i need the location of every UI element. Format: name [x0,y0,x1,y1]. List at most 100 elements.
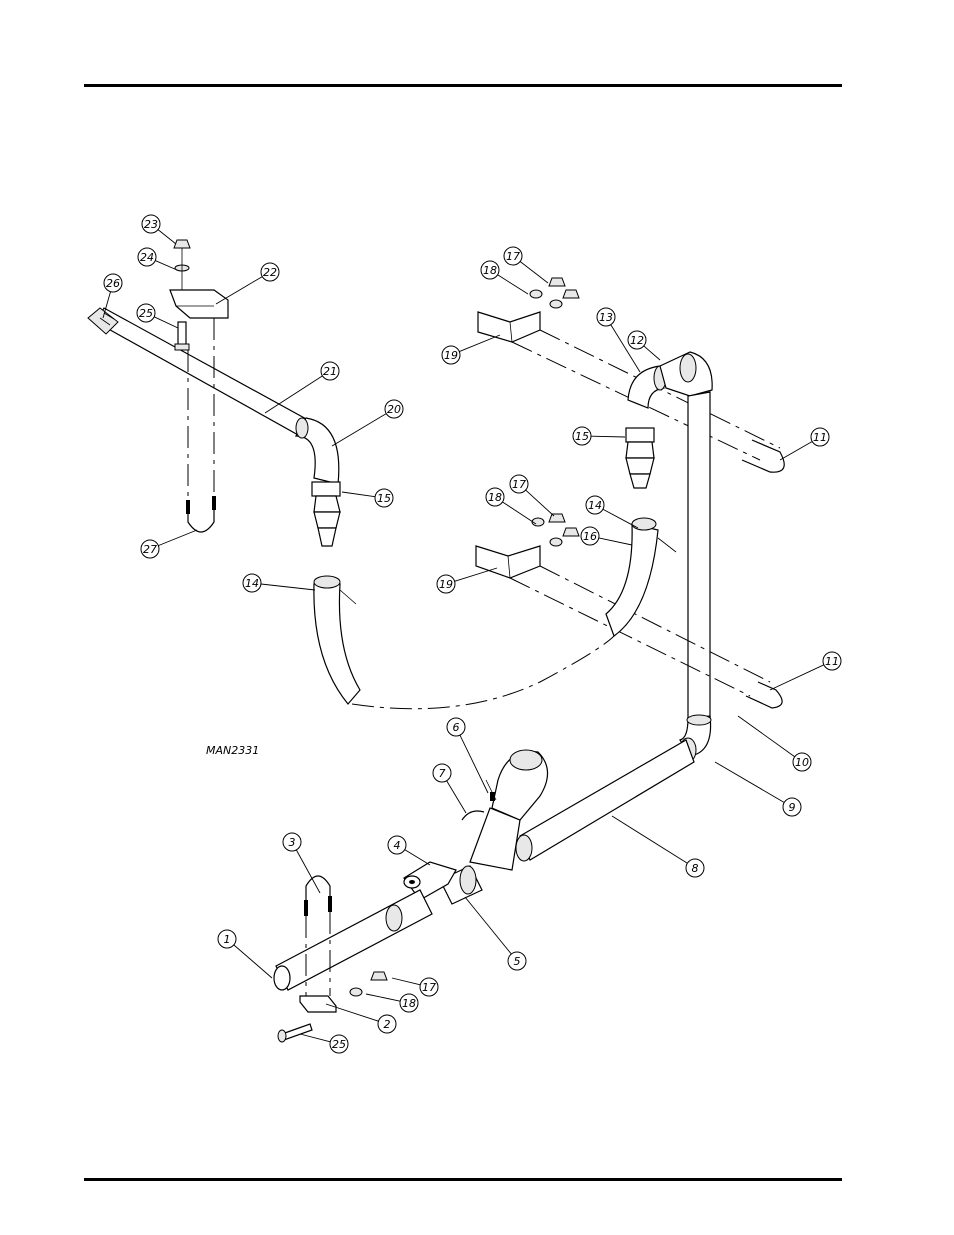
callout-leader [598,537,633,546]
callout-23: 23 [141,214,177,245]
callout-number: 18 [488,491,502,504]
callout-leader [459,334,501,353]
callout-leader [404,849,431,866]
callout-number: 1 [224,933,231,946]
callout-number: 15 [575,430,589,443]
callout-17: 17 [509,474,555,517]
callout-21: 21 [264,361,340,414]
callout-leader [295,849,321,894]
ubolt-11-lower [745,681,783,709]
callout-number: 19 [444,349,458,362]
callout-number: 17 [422,981,436,994]
callout-leader [155,260,178,271]
hose-left-end [313,583,361,705]
callout-20: 20 [331,399,404,447]
elbow-13-collar [679,353,697,383]
callout-number: 18 [483,264,497,277]
elbow-collar [295,417,309,439]
upper-left-pipe-assembly [87,239,341,547]
callout-leader [454,567,498,582]
callout-bubble [329,1034,349,1054]
barb-section-2 [313,511,341,529]
nut-17-bottom [370,971,388,981]
nut-17-upper [548,277,566,287]
callout-bubble [282,832,302,852]
callout-leader [464,896,512,955]
nut-17-upper-b [562,289,580,299]
callout-number: 3 [289,836,296,849]
callout-number: 22 [263,266,277,279]
ubolt-11-axis-upper [511,341,761,461]
callout-18: 18 [480,260,529,295]
callout-number: 17 [506,250,520,263]
callout-bubble [509,474,529,494]
callout-number: 6 [453,721,460,734]
callout-15: 15 [572,426,626,446]
callout-leader [102,291,111,319]
callout-bubble [580,526,600,546]
nut-17-lower [548,513,566,523]
bolt-25-bottom [281,1023,313,1041]
callout-number: 27 [143,543,157,556]
callout-11: 11 [769,651,842,691]
callout-bubble [596,307,616,327]
callout-13: 13 [596,307,641,373]
callout-27: 27 [140,529,198,559]
callout-bubble [782,797,802,817]
callout-number: 10 [795,756,809,769]
callout-number: 9 [789,801,796,814]
callout-10: 10 [737,715,812,772]
callout-leader [769,664,825,691]
callout-leader [157,229,177,245]
callout-number: 18 [402,997,416,1010]
callout-bubble [685,858,705,878]
callout-number: 12 [630,334,644,347]
callout-number: 16 [583,530,597,543]
callout-bubble [260,262,280,282]
callout-bubble [374,488,394,508]
threaded-cap-26 [87,307,119,335]
lower-pipe-assembly [273,714,712,1043]
callout-bubble [137,247,157,267]
bottom-rule [84,1178,842,1181]
ubolt-11-upper [741,439,785,473]
callout-2: 2 [325,1003,397,1034]
callout-bubble [419,977,439,997]
connecting-hose [313,575,615,710]
callout-number: 13 [599,311,613,324]
callout-number: 2 [384,1018,391,1031]
hose-16 [605,523,659,637]
pipe-1-end [273,965,291,991]
callout-number: 14 [588,499,602,512]
callout-leader [233,944,273,979]
callout-bubble [572,426,592,446]
callout-leader [391,977,421,986]
callout-number: 19 [439,578,453,591]
callout-18: 18 [365,993,419,1013]
callout-leader [602,508,639,529]
ubolt-11-axis-lower-b [539,565,771,683]
callout-1: 1 [217,929,273,979]
barb-section-1 [313,495,341,513]
callout-bubble [387,835,407,855]
callout-number: 26 [106,277,120,290]
pipe-8-coupling [515,834,533,862]
callout-leader [502,501,537,525]
callout-number: 11 [813,431,827,444]
callout-leader [611,815,688,864]
callout-leader [610,324,641,373]
callout-16: 16 [580,526,633,546]
callout-number: 25 [332,1038,346,1051]
bracket-22 [169,289,229,319]
tube-7 [461,810,485,821]
pipe-1-coupling [385,904,403,932]
bolt-25-head [174,343,190,351]
callout-bubble [432,763,452,783]
callout-leader [497,274,529,295]
callout-leader [446,780,467,814]
callout-18: 18 [485,487,537,525]
nozzle-tip [509,749,543,771]
callout-leader [590,435,626,438]
